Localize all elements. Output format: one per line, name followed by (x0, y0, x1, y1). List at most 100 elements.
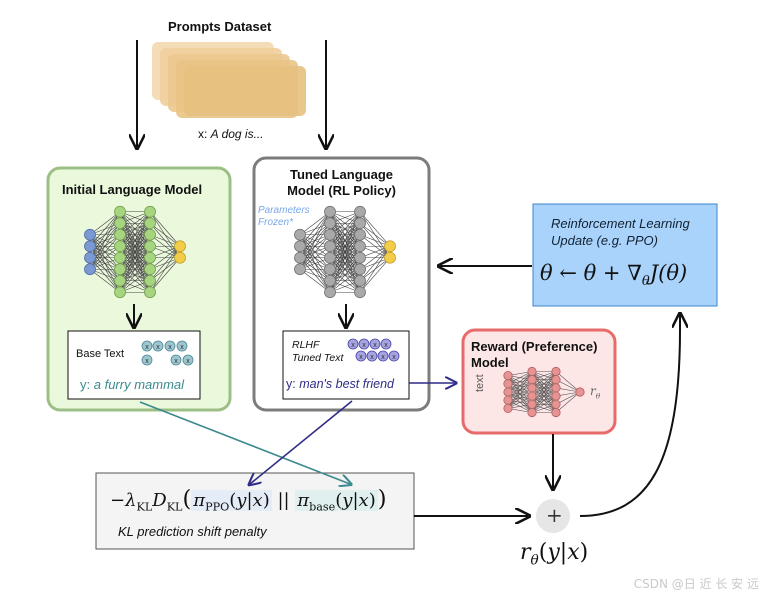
token-bubble (170, 354, 182, 366)
prompts-dataset-stack (152, 42, 306, 118)
network-node (503, 403, 513, 413)
token-glyph: x (168, 344, 172, 351)
network-node (354, 251, 366, 264)
network-node (174, 251, 186, 264)
token-glyph: x (362, 342, 366, 349)
tuned-lm-title-line2: Model (RL Policy) (287, 183, 396, 198)
network-node (527, 399, 537, 409)
token-glyph: x (359, 354, 363, 361)
token-glyph: x (370, 354, 374, 361)
token-glyph: x (156, 344, 160, 351)
network-node (551, 391, 561, 401)
token-bubble (366, 350, 378, 362)
token-glyph: x (180, 344, 184, 351)
network-node (324, 205, 336, 218)
token-bubble (355, 350, 367, 362)
frozen-note: Parameters Frozen* (258, 205, 310, 229)
watermark: CSDN @日 近 长 安 远 (633, 577, 759, 591)
prompt-example-prefix: x: (198, 127, 211, 141)
network-node (144, 286, 156, 299)
rl-update-text: Reinforcement Learning Update (e.g. PPO) (551, 215, 690, 249)
token-glyph: x (145, 344, 149, 351)
network-node (354, 205, 366, 218)
network-node (294, 263, 306, 276)
token-bubble (164, 340, 176, 352)
token-glyph: x (381, 354, 385, 361)
token-bubble (182, 354, 194, 366)
network-node (354, 217, 366, 230)
network-node (174, 240, 186, 253)
network-node (84, 228, 96, 241)
network-node (324, 286, 336, 299)
tuned-lm-output-text: man's best friend (299, 377, 394, 391)
token-glyph: x (145, 358, 149, 365)
network-node (294, 251, 306, 264)
token-glyph: x (384, 342, 388, 349)
kl-formula: −λKLDKL(πPPO(y|x) || πbase(y|x)) (110, 486, 387, 514)
token-bubble (347, 338, 359, 350)
rl-update-line1: Reinforcement Learning (551, 216, 690, 231)
frozen-note-line1: Parameters (258, 205, 310, 216)
token-bubble (176, 340, 188, 352)
initial-lm-network (84, 205, 186, 299)
prompts-title: Prompts Dataset (168, 19, 272, 34)
prompt-example-text: A dog is... (210, 127, 264, 141)
network-node (354, 240, 366, 253)
network-node (384, 251, 396, 264)
tuned-lm-network (294, 205, 396, 299)
token-bubble (141, 354, 153, 366)
reward-model-title: Reward (Preference) Model (471, 339, 597, 371)
token-glyph: x (174, 358, 178, 365)
sum-to-update-arrow (579, 315, 680, 517)
network-node (527, 375, 537, 385)
network-node (503, 387, 513, 397)
network-node (84, 240, 96, 253)
initial-lm-output: y: a furry mammal (80, 377, 184, 392)
tuned-lm-output-label-line2: Tuned Text (292, 352, 344, 364)
network-node (294, 228, 306, 241)
network-node (84, 263, 96, 276)
network-node (575, 387, 585, 397)
tuned-lm-output-prefix: y: (286, 377, 300, 391)
tuned-to-kl-arrow (250, 400, 353, 484)
rl-update-line2: Update (e.g. PPO) (551, 233, 658, 248)
token-glyph: x (373, 342, 377, 349)
reward-output-symbol: rθ (590, 384, 601, 401)
token-bubble (141, 340, 153, 352)
prompt-example: x: A dog is... (198, 127, 264, 141)
network-node (503, 370, 513, 381)
rl-update-box (532, 203, 718, 307)
rl-update-equation: θ ← θ + ∇θJ(θ) (540, 261, 688, 290)
network-node (144, 263, 156, 276)
reward-input-label: text (474, 374, 486, 392)
network-node (527, 383, 537, 393)
token-bubble (380, 338, 392, 350)
tuned-lm-output-label: RLHF Tuned Text (292, 339, 343, 365)
token-bubble (152, 340, 164, 352)
network-node (551, 375, 561, 385)
sum-node (536, 499, 570, 533)
network-node (354, 286, 366, 299)
initial-lm-output-prefix: y: (80, 377, 94, 392)
network-node (114, 286, 126, 299)
initial-lm-output-label: Base Text (76, 348, 125, 360)
network-node (114, 263, 126, 276)
tuned-lm-title: Tuned Language Model (RL Policy) (260, 167, 423, 199)
network-node (144, 240, 156, 253)
network-node (84, 251, 96, 264)
token-bubble (377, 350, 389, 362)
token-bubble (388, 350, 400, 362)
network-node (324, 217, 336, 230)
network-node (354, 274, 366, 287)
network-node (114, 228, 126, 241)
reward-model-title-line1: Reward (Preference) (471, 339, 598, 354)
network-node (144, 205, 156, 218)
network-node (114, 274, 126, 287)
network-node (384, 240, 396, 253)
network-node (354, 228, 366, 241)
network-node (324, 274, 336, 287)
kl-caption: KL prediction shift penalty (118, 524, 267, 539)
tuned-lm-output: y: man's best friend (286, 377, 394, 391)
